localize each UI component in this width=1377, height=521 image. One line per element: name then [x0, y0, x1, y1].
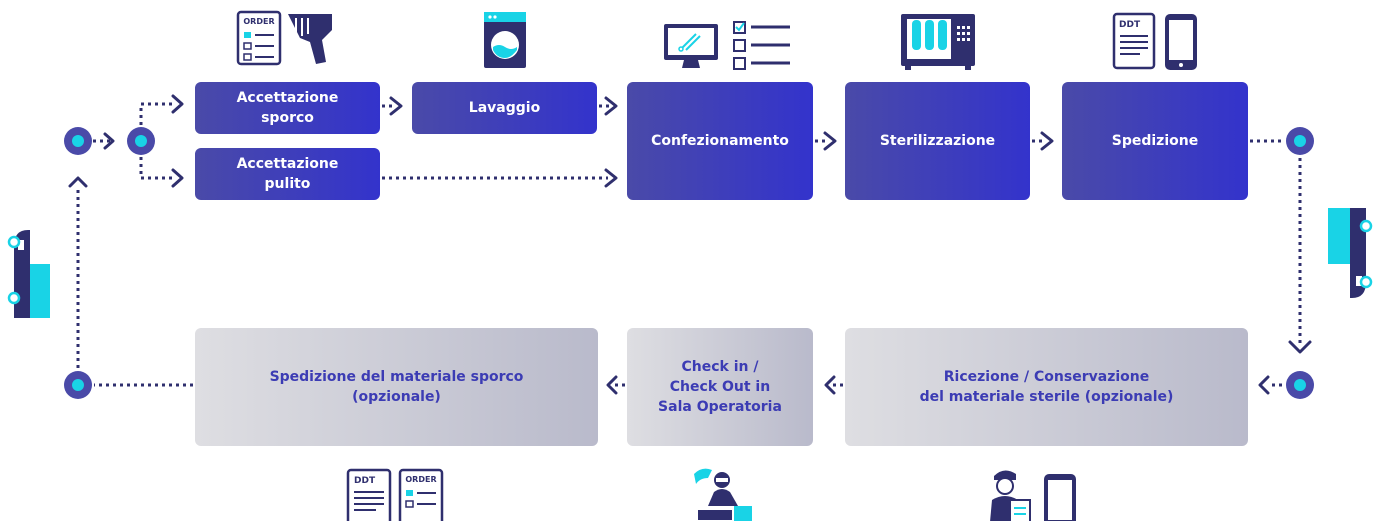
washing-machine-icon [484, 12, 526, 68]
step-sterilizzazione-label: Sterilizzazione [879, 133, 996, 149]
order-form-text: ORDER [243, 17, 274, 26]
smartphone-icon [1165, 14, 1197, 70]
smartphone-icon [1044, 474, 1076, 521]
step-spedizione-label: Spedizione [1111, 133, 1199, 149]
arrowhead-split-sporco [171, 94, 184, 114]
ddt-document-icon: DDT [346, 468, 392, 521]
ddt-document-icon: DDT [1112, 12, 1156, 70]
courier-icon [990, 470, 1031, 521]
monitor-icon [664, 24, 718, 68]
arrowheads [68, 94, 1312, 395]
node-right-bottom [1286, 371, 1314, 399]
node-right-top [1286, 127, 1314, 155]
arrowhead-right-down [1288, 340, 1312, 354]
connector-split-pulito [139, 157, 176, 180]
arrowhead-lavaggio-confez [604, 96, 618, 116]
step-checkin-label: Check in / Check Out in Sala Operatoria [658, 359, 782, 415]
step-accettazione-pulito-label: Accettazione pulito [236, 156, 339, 192]
step-spedizione-sporco-label: Spedizione del materiale sporco (opziona… [269, 369, 524, 405]
order-form-icon: ORDER [398, 468, 444, 521]
connectors [76, 102, 1302, 387]
arrowhead-start-split [103, 132, 115, 150]
arrowhead-confez-steril [823, 131, 837, 151]
step-accettazione-pulito: Accettazione pulito [195, 148, 380, 200]
arrowhead-ricezione-in [1258, 375, 1270, 395]
arrowhead-checkin-in [824, 375, 836, 395]
ddt-document-text: DDT [354, 476, 376, 486]
step-ricezione: Ricezione / Conservazione del materiale … [845, 328, 1248, 446]
arrowhead-pulito-confez [604, 168, 618, 188]
nodes [64, 127, 1314, 399]
step-lavaggio: Lavaggio [412, 82, 597, 134]
surgery-icon [694, 468, 752, 521]
step-accettazione-sporco: Accettazione sporco [195, 82, 380, 134]
arrowhead-split-pulito [171, 168, 184, 188]
arrowhead-steril-sped [1040, 131, 1054, 151]
step-spedizione-sporco: Spedizione del materiale sporco (opziona… [195, 328, 598, 446]
ddt-document-text: DDT [1119, 20, 1141, 30]
checklist-icon [733, 21, 790, 70]
arrowhead-sporco-lavaggio [389, 96, 403, 116]
arrowhead-left-up [68, 176, 88, 188]
order-form-text: ORDER [405, 475, 436, 484]
step-lavaggio-label: Lavaggio [468, 100, 541, 116]
step-ricezione-label: Ricezione / Conservazione del materiale … [919, 369, 1174, 405]
step-confezionamento-label: Confezionamento [651, 133, 789, 149]
step-accettazione-sporco-label: Accettazione sporco [236, 90, 339, 126]
node-start [64, 127, 92, 155]
node-left-bottom [64, 371, 92, 399]
truck-icon [7, 230, 50, 318]
step-checkin: Check in / Check Out in Sala Operatoria [627, 328, 813, 446]
sterilizer-icon [901, 14, 975, 70]
connector-split-sporco [139, 102, 176, 125]
step-sterilizzazione: Sterilizzazione [845, 82, 1030, 200]
arrowhead-sporco-in [606, 375, 618, 395]
step-spedizione: Spedizione [1062, 82, 1248, 200]
node-split [127, 127, 155, 155]
order-form-icon: ORDER [236, 10, 282, 66]
step-confezionamento: Confezionamento [627, 82, 813, 200]
truck-icon [1328, 208, 1373, 298]
barcode-scanner-icon [288, 14, 332, 64]
